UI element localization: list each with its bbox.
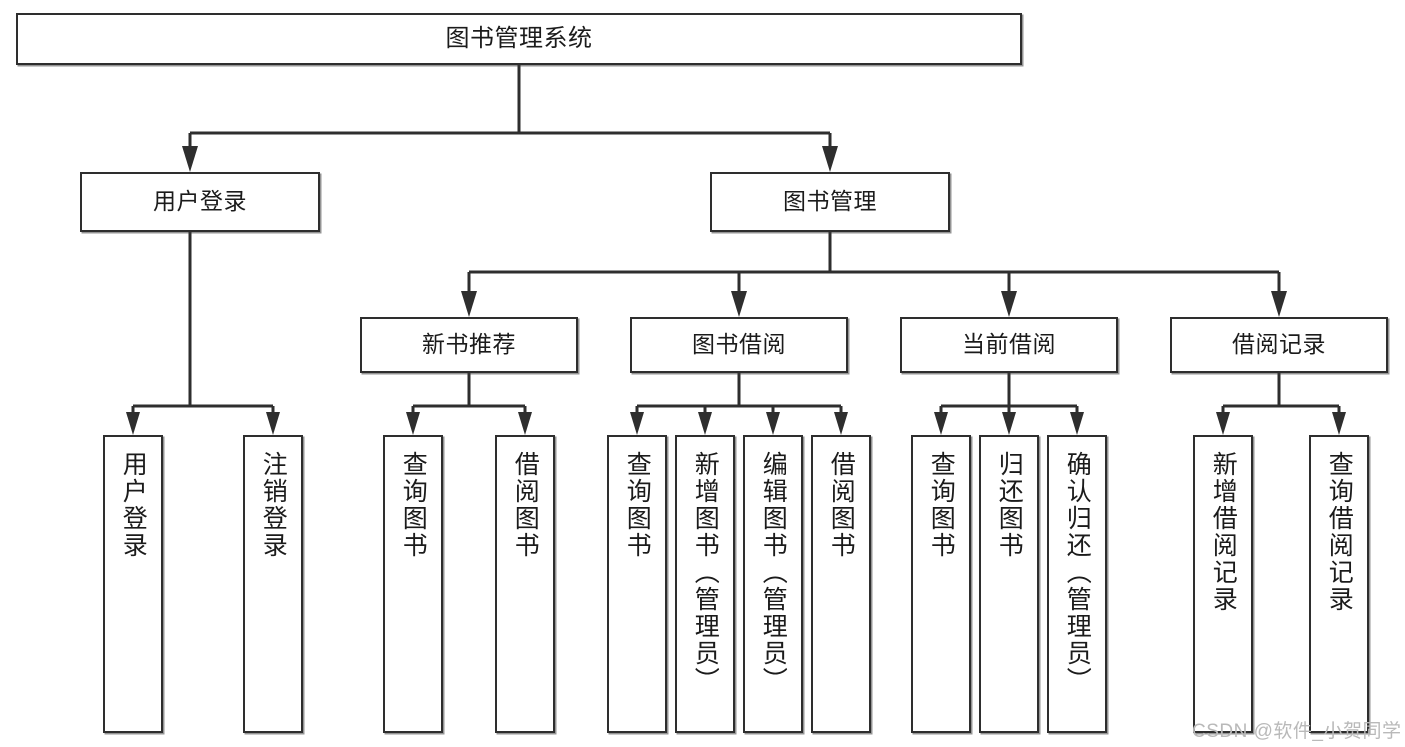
- node-label: 借阅记录: [1232, 331, 1326, 358]
- node-new-book-recommend[interactable]: 新书推荐: [360, 317, 578, 373]
- node-label: 图书管理系统: [445, 24, 593, 52]
- node-label: 图书借阅: [692, 331, 786, 358]
- leaf-current-return-book[interactable]: 归还图书: [979, 435, 1039, 733]
- node-label: 图书管理: [783, 188, 877, 215]
- node-label: 注销登录: [259, 451, 288, 559]
- leaf-record-add-record[interactable]: 新增借阅记录: [1193, 435, 1253, 733]
- node-label: 用户登录: [153, 188, 247, 215]
- leaf-borrow-add-book-admin[interactable]: 新增图书（管理员）: [675, 435, 735, 733]
- node-user-login[interactable]: 用户登录: [80, 172, 320, 232]
- csdn-watermark: CSDN @软件_小贺同学: [1192, 721, 1402, 742]
- node-label: 用户登录: [119, 451, 148, 559]
- leaf-record-query-record[interactable]: 查询借阅记录: [1309, 435, 1369, 733]
- node-label: 新增借阅记录: [1209, 451, 1238, 613]
- node-label: 查询图书: [623, 451, 652, 559]
- leaf-user-login-signin[interactable]: 用户登录: [103, 435, 163, 733]
- node-current-borrow[interactable]: 当前借阅: [900, 317, 1118, 373]
- leaf-borrow-query-book[interactable]: 查询图书: [607, 435, 667, 733]
- leaf-current-confirm-return-admin[interactable]: 确认归还（管理员）: [1047, 435, 1107, 733]
- node-borrow-record[interactable]: 借阅记录: [1170, 317, 1388, 373]
- node-label: 确认归还（管理员）: [1063, 451, 1092, 694]
- leaf-recommend-query-book[interactable]: 查询图书: [383, 435, 443, 733]
- leaf-current-query-book[interactable]: 查询图书: [911, 435, 971, 733]
- node-root-system[interactable]: 图书管理系统: [16, 13, 1022, 65]
- node-label: 编辑图书（管理员）: [759, 451, 788, 694]
- node-label: 借阅图书: [827, 451, 856, 559]
- node-label: 新书推荐: [422, 331, 516, 358]
- node-label: 当前借阅: [962, 331, 1056, 358]
- node-label: 查询图书: [927, 451, 956, 559]
- node-label: 查询图书: [399, 451, 428, 559]
- leaf-borrow-borrow-book[interactable]: 借阅图书: [811, 435, 871, 733]
- leaf-borrow-edit-book-admin[interactable]: 编辑图书（管理员）: [743, 435, 803, 733]
- leaf-recommend-borrow-book[interactable]: 借阅图书: [495, 435, 555, 733]
- node-label: 新增图书（管理员）: [691, 451, 720, 694]
- leaf-user-login-signout[interactable]: 注销登录: [243, 435, 303, 733]
- node-label: 归还图书: [995, 451, 1024, 559]
- node-book-management[interactable]: 图书管理: [710, 172, 950, 232]
- node-label: 查询借阅记录: [1325, 451, 1354, 613]
- node-book-borrow[interactable]: 图书借阅: [630, 317, 848, 373]
- node-label: 借阅图书: [511, 451, 540, 559]
